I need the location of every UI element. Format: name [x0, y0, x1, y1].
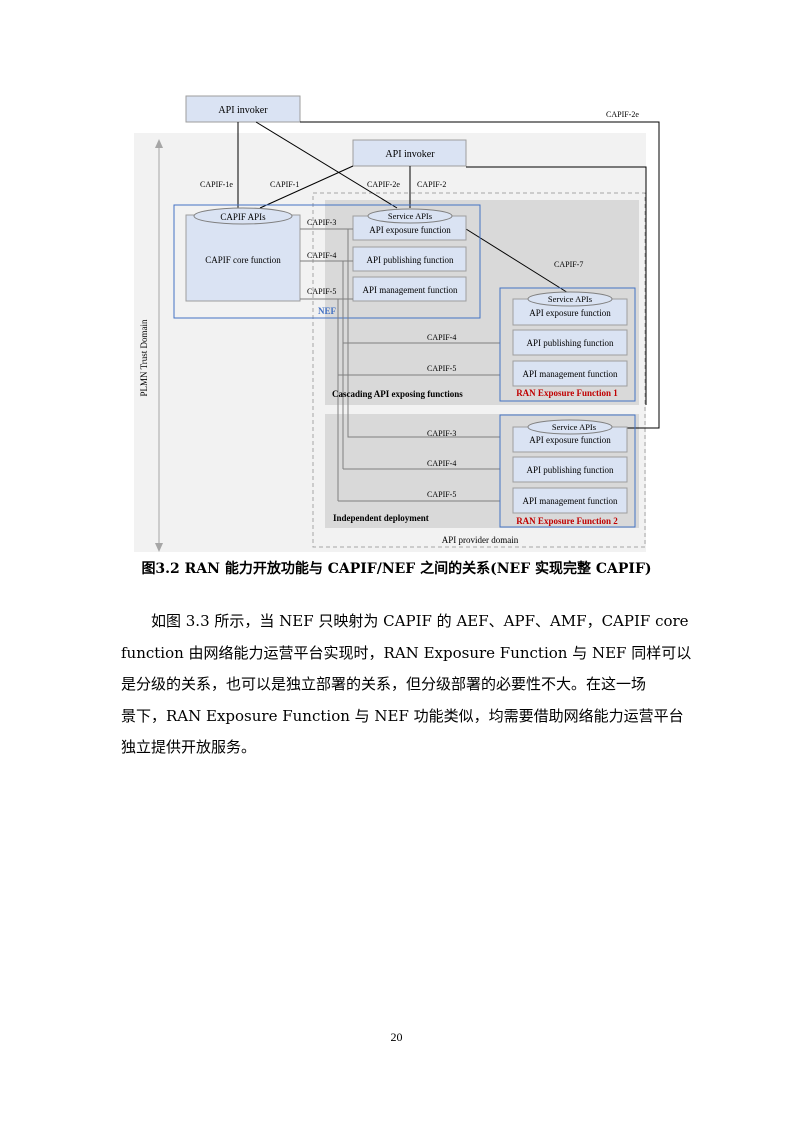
capif-2-label: CAPIF-2	[417, 180, 446, 189]
plmn-trust-domain-label: PLMN Trust Domain	[139, 319, 149, 397]
paragraph-line-4: 景下，RAN Exposure Function 与 NEF 功能类似，均需要借…	[121, 706, 684, 725]
invoker2-to-capif-core	[259, 165, 354, 209]
capif-1e-label: CAPIF-1e	[200, 180, 233, 189]
ran1-api-publishing-function-box	[512, 329, 628, 356]
capif-5-label-independent: CAPIF-5	[427, 490, 456, 499]
capif-core-function-label: CAPIF core function	[205, 255, 281, 265]
ran-exposure-function-2-box	[499, 414, 636, 528]
ran2-service-apis-label: Service APIs	[552, 422, 596, 432]
nef-service-apis-ellipse	[367, 208, 453, 224]
cascading-label: Cascading API exposing functions	[332, 389, 463, 399]
capif-relationship-diagram: PLMN Trust Domain API invoker API invoke…	[134, 95, 660, 552]
independent-deployment-label: Independent deployment	[333, 513, 429, 523]
nef-service-apis-label: Service APIs	[388, 211, 432, 221]
capif-apis-label: CAPIF APIs	[220, 212, 266, 222]
nef-api-management-function-label: API management function	[363, 285, 458, 295]
ran1-service-apis-ellipse	[527, 291, 613, 307]
bus-capif-3	[347, 229, 500, 438]
api-invoker-label-1: API invoker	[218, 105, 268, 116]
plmn-arrow-head-top	[155, 139, 163, 148]
capif-4-label-independent: CAPIF-4	[427, 459, 456, 468]
capif-2e-top-label: CAPIF-2e	[606, 110, 639, 119]
ran1-api-management-function-label: API management function	[523, 369, 618, 379]
capif-2-connector	[466, 166, 647, 405]
figure-caption: 图3.2 RAN 能力开放功能与 CAPIF/NEF 之间的关系(NEF 实现完…	[141, 561, 652, 577]
body-paragraph: 如图 3.3 所示，当 NEF 只映射为 CAPIF 的 AEF、APF、AMF…	[121, 606, 692, 764]
paragraph-line-2: function 由网络能力运营平台实现时，RAN Exposure Funct…	[121, 643, 692, 662]
capif-7-connector	[465, 228, 574, 297]
capif-5-label-nef: CAPIF-5	[307, 287, 336, 296]
ran2-api-publishing-function-label: API publishing function	[527, 465, 614, 475]
nef-api-management-function-box	[352, 276, 467, 302]
paragraph-line-3: 是分级的关系，也可以是独立部署的关系，但分级部署的必要性不大。在这一场	[121, 675, 647, 693]
ran1-api-management-function-box	[512, 360, 628, 387]
plmn-arrow-head-bottom	[155, 543, 163, 552]
nef-label: NEF	[318, 306, 337, 316]
nef-api-publishing-function-label: API publishing function	[367, 255, 454, 265]
ran1-service-apis-label: Service APIs	[548, 294, 592, 304]
ran2-api-exposure-function-label: API exposure function	[529, 435, 611, 445]
ran1-api-exposure-function-label: API exposure function	[529, 308, 611, 318]
ran1-api-publishing-function-label: API publishing function	[527, 338, 614, 348]
ran2-api-management-function-box	[512, 487, 628, 514]
capif-4-label-cascade: CAPIF-4	[427, 333, 456, 342]
capif-7-label: CAPIF-7	[554, 260, 583, 269]
api-invoker-box-2	[352, 139, 467, 167]
invoker1-to-service-apis	[255, 121, 398, 209]
capif-3-label-independent: CAPIF-3	[427, 429, 456, 438]
nef-api-publishing-function-box	[352, 246, 467, 272]
nef-box	[173, 204, 481, 319]
capif-3-label-nef: CAPIF-3	[307, 218, 336, 227]
ran2-service-apis-ellipse	[527, 419, 613, 435]
capif-2e-label: CAPIF-2e	[367, 180, 400, 189]
capif-5-label-cascade: CAPIF-5	[427, 364, 456, 373]
capif-apis-ellipse	[193, 207, 293, 225]
ran-exposure-function-2-label: RAN Exposure Function 2	[516, 516, 618, 526]
capif-4-label-nef: CAPIF-4	[307, 251, 336, 260]
capif-1-label: CAPIF-1	[270, 180, 299, 189]
api-provider-domain-label: API provider domain	[442, 535, 519, 545]
ran2-api-management-function-label: API management function	[523, 496, 618, 506]
page-number: 20	[390, 1030, 403, 1044]
api-invoker-label-2: API invoker	[385, 149, 435, 160]
ran2-api-publishing-function-box	[512, 456, 628, 483]
paragraph-line-5: 独立提供开放服务。	[121, 738, 257, 756]
api-invoker-box-1	[185, 95, 301, 123]
ran-exposure-function-1-box	[499, 287, 636, 402]
paragraph-line-1: 如图 3.3 所示，当 NEF 只映射为 CAPIF 的 AEF、APF、AMF…	[151, 612, 689, 630]
capif-core-function-box	[185, 214, 301, 302]
ran-exposure-function-1-label: RAN Exposure Function 1	[516, 388, 618, 398]
nef-api-exposure-function-label: API exposure function	[369, 225, 451, 235]
